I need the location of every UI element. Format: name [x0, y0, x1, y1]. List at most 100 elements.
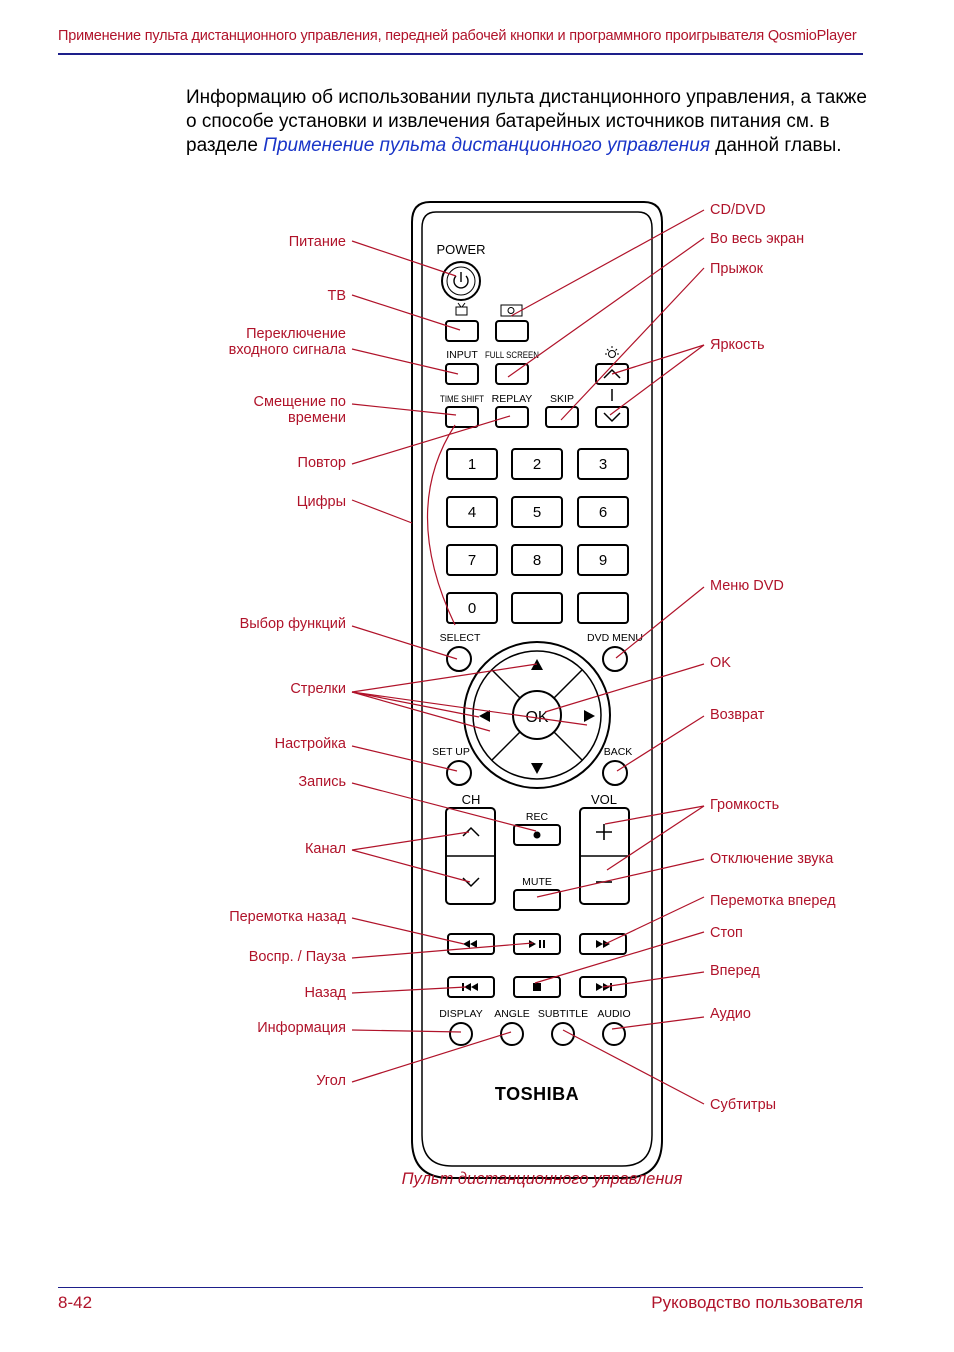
callout-power: Питание: [289, 234, 346, 250]
timeshift-label: TIME SHIFT: [440, 394, 484, 405]
audio-label: AUDIO: [597, 1008, 630, 1020]
input-button[interactable]: [445, 363, 479, 385]
callout-fullscreen: Во весь экран: [710, 231, 804, 247]
prev-icon: [462, 983, 478, 991]
footer-title: Руководство пользователя: [651, 1293, 863, 1312]
tv-button[interactable]: [445, 320, 479, 342]
subtitle-button[interactable]: [551, 1022, 575, 1046]
callout-ok: OK: [710, 655, 731, 671]
blank-button-2[interactable]: [577, 592, 629, 624]
callout-dvdmenu: Меню DVD: [710, 578, 784, 594]
callout-stop: Стоп: [710, 925, 743, 941]
digit-5-button[interactable]: [511, 496, 563, 528]
fast-forward-icon: [596, 940, 610, 948]
back-button[interactable]: [602, 760, 628, 786]
intro-text: Информацию об использовании пульта диста…: [186, 87, 867, 156]
digit-3-label: 3: [599, 456, 607, 473]
header-rule: [58, 53, 863, 55]
select-button[interactable]: [446, 646, 472, 672]
callout-subtitle: Субтитры: [710, 1097, 776, 1113]
digit-3-button[interactable]: [577, 448, 629, 480]
digit-7-button[interactable]: [446, 544, 498, 576]
audio-button[interactable]: [602, 1022, 626, 1046]
callout-back: Возврат: [710, 707, 765, 723]
ch-label: CH: [462, 792, 481, 807]
digit-9-label: 9: [599, 552, 607, 569]
right-callouts: CD/DVD Во весь экран Прыжок Яркость Меню…: [710, 202, 836, 1113]
setup-button[interactable]: [446, 760, 472, 786]
power-label: POWER: [436, 242, 485, 257]
digit-4-label: 4: [468, 504, 476, 521]
callout-mute: Отключение звука: [710, 851, 834, 867]
digit-6-button[interactable]: [577, 496, 629, 528]
volume-up-icon: [596, 824, 612, 840]
rewind-icon: [463, 940, 477, 948]
digit-7-label: 7: [468, 552, 476, 569]
callout-arrows: Стрелки: [290, 681, 346, 697]
chevron-up-icon: [603, 368, 621, 379]
callout-ff: Перемотка вперед: [710, 893, 836, 909]
chevron-down-icon: [603, 412, 621, 423]
digit-1-label: 1: [468, 456, 476, 473]
replay-button[interactable]: [495, 406, 529, 428]
display-button[interactable]: [449, 1022, 473, 1046]
direction-pad[interactable]: [463, 641, 611, 789]
brightness-down-button[interactable]: [595, 406, 629, 428]
arrow-right-icon: [584, 710, 595, 722]
back-label: BACK: [604, 746, 633, 758]
mute-label: MUTE: [522, 876, 552, 888]
rec-label: REC: [526, 811, 549, 823]
digit-1-button[interactable]: [446, 448, 498, 480]
footer-rule: [58, 1287, 863, 1288]
arrow-left-icon: [479, 710, 490, 722]
callout-playpause: Воспр. / Пауза: [249, 949, 347, 965]
figure-caption: Пульт дистанционного управления: [401, 1170, 683, 1188]
channel-up-icon: [462, 826, 480, 837]
select-label: SELECT: [440, 632, 481, 644]
digit-8-button[interactable]: [511, 544, 563, 576]
dvdmenu-label: DVD MENU: [587, 632, 643, 644]
intro-paragraph: Информацию об использовании пульта диста…: [186, 86, 876, 158]
cd-dvd-button[interactable]: [495, 320, 529, 342]
callout-volume: Громкость: [710, 797, 779, 813]
callout-input-1: Переключение: [246, 326, 346, 342]
stop-icon: [533, 983, 541, 991]
input-label: INPUT: [446, 349, 478, 361]
callout-timeshift-2: времени: [288, 410, 346, 426]
callout-prev: Назад: [304, 985, 346, 1001]
callout-channel: Канал: [305, 841, 346, 857]
digit-2-button[interactable]: [511, 448, 563, 480]
angle-label: ANGLE: [494, 1008, 530, 1020]
setup-label: SET UP: [432, 746, 470, 758]
number-pad: 1 2 3 4 5 6 7 8 9 0: [446, 448, 629, 624]
callout-tv: ТВ: [327, 288, 346, 304]
running-header: Применение пульта дистанционного управле…: [58, 28, 857, 44]
callout-display: Информация: [257, 1020, 346, 1036]
vol-label: VOL: [591, 792, 617, 807]
skip-button[interactable]: [545, 406, 579, 428]
angle-button[interactable]: [500, 1022, 524, 1046]
digit-4-button[interactable]: [446, 496, 498, 528]
callout-skip: Прыжок: [710, 261, 764, 277]
callout-rec: Запись: [298, 774, 346, 790]
replay-label: REPLAY: [492, 393, 533, 405]
display-label: DISPLAY: [439, 1008, 483, 1020]
record-icon: [533, 831, 541, 839]
digit-0-label: 0: [468, 600, 476, 617]
callout-angle: Угол: [316, 1073, 346, 1089]
leader-lines: [351, 209, 705, 1105]
intro-link[interactable]: Применение пульта дистанционного управле…: [263, 135, 710, 156]
blank-button-1[interactable]: [511, 592, 563, 624]
play-pause-icon: [529, 940, 545, 948]
fullscreen-label: FULL SCREEN: [485, 350, 539, 360]
digit-5-label: 5: [533, 504, 541, 521]
left-callouts: Питание ТВ Переключение входного сигнала…: [229, 234, 347, 1089]
callout-input-2: входного сигнала: [229, 342, 347, 358]
dvd-menu-button[interactable]: [602, 646, 628, 672]
digit-9-button[interactable]: [577, 544, 629, 576]
mute-button[interactable]: [513, 889, 561, 911]
callout-next: Вперед: [710, 963, 760, 979]
timeshift-button[interactable]: [445, 406, 479, 428]
callout-replay: Повтор: [298, 455, 346, 471]
